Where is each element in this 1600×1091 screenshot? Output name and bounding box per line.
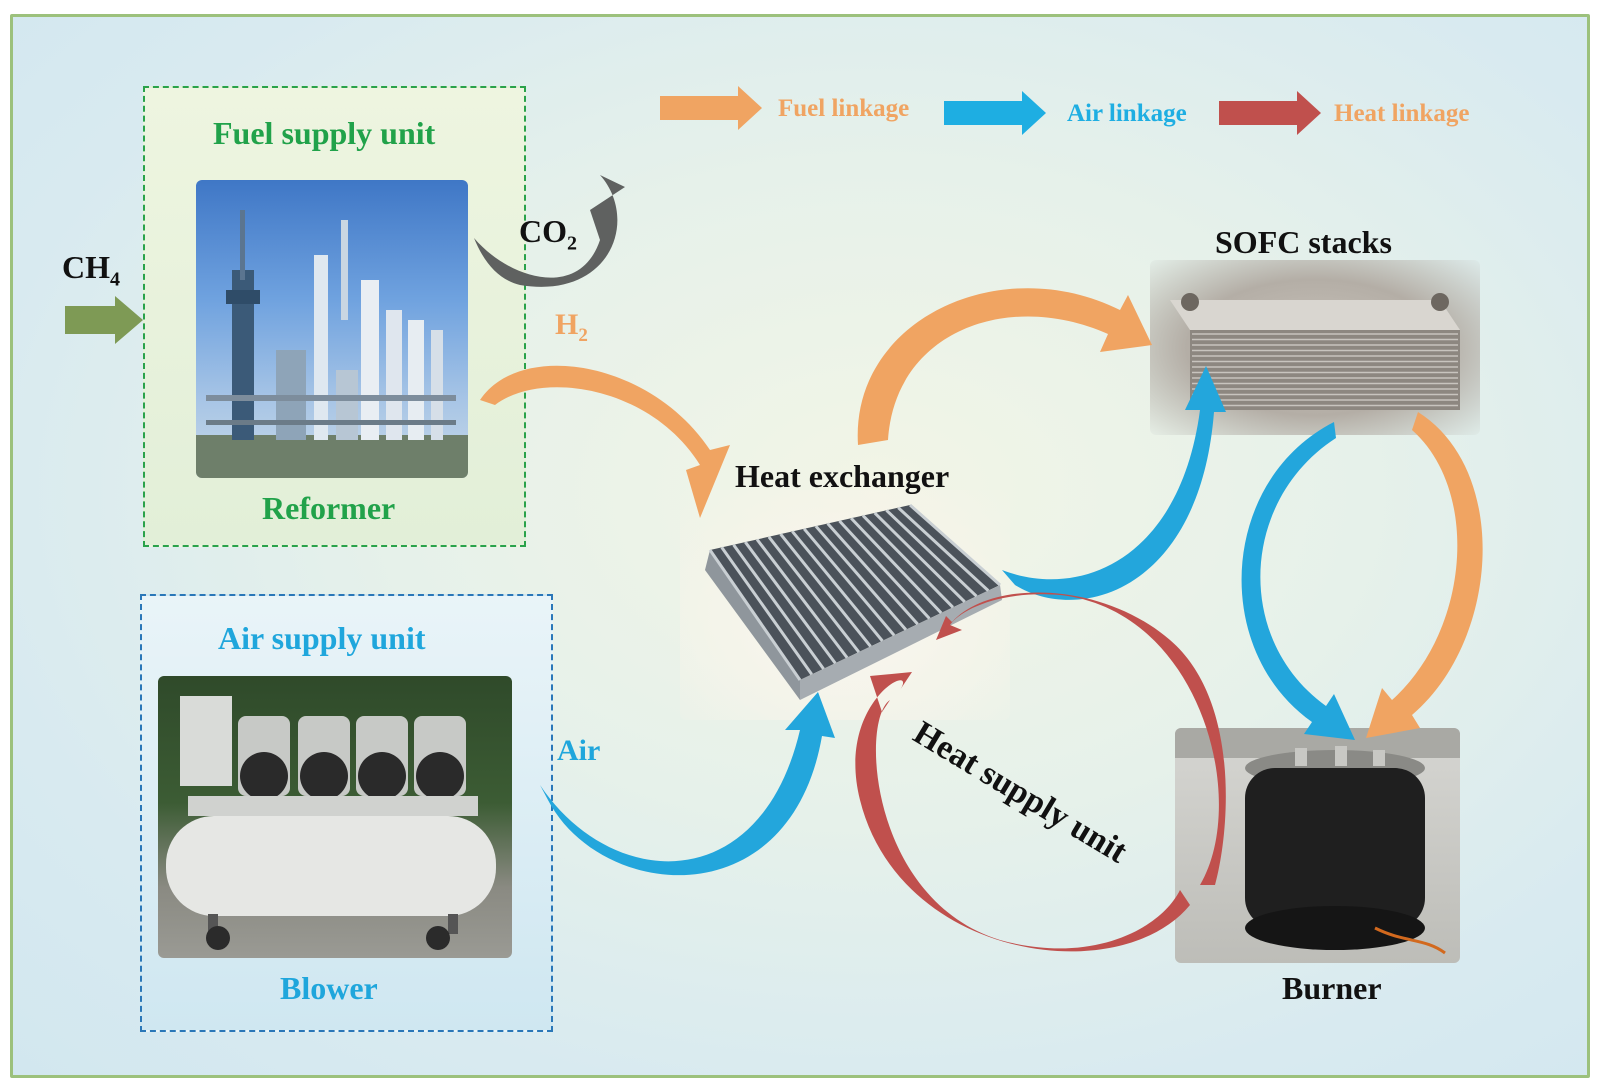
heat-supply-arrow: [936, 592, 1226, 885]
heat-exchanger-label: Heat exchanger: [735, 458, 950, 494]
heat-exchanger-tube: [779, 533, 872, 648]
fuel-to-sofc-arrow: [857, 288, 1152, 445]
co2-outlet-arrow: [474, 175, 625, 287]
legend-air-arrow: [944, 91, 1046, 135]
fuel-to-burner-arrow: [1366, 412, 1483, 738]
legend-heat-arrow: [1219, 91, 1321, 135]
heat-exchanger-tube: [767, 535, 861, 653]
heat-exchanger-tube: [814, 525, 908, 631]
sofc-stacks-label: SOFC stacks: [1215, 224, 1392, 260]
blower-illustration: [166, 696, 496, 950]
reformer-label: Reformer: [262, 490, 396, 526]
fuel-supply-unit-title: Fuel supply unit: [213, 115, 436, 151]
heat-exchanger-tube: [885, 509, 978, 598]
heat-exchanger-tube: [873, 511, 966, 603]
heat-exchanger-tube: [791, 530, 884, 642]
heat-exchanger-tube: [850, 517, 943, 614]
reformer-illustration: [196, 210, 468, 478]
sofc-stack-photo: [1150, 260, 1480, 435]
heat-exchanger-tube: [861, 514, 955, 609]
heat-exchanger-photo: [680, 490, 1010, 720]
air-stream-label: Air: [557, 734, 601, 767]
blower-compressor-photo: [158, 676, 512, 958]
co2-label-main: CO: [519, 213, 567, 249]
h2-label-subscript: 2: [578, 325, 588, 346]
ch4-inlet-arrow: [65, 296, 143, 344]
h2-label: H2: [555, 308, 588, 346]
burner-illustration: [1175, 728, 1460, 955]
ch4-label: CH4: [62, 251, 120, 289]
ch4-label-main: CH: [62, 249, 110, 285]
legend-heat-label: Heat linkage: [1334, 100, 1470, 127]
heat-exchanger-tube: [744, 541, 837, 665]
air-to-heat-exchanger-arrow: [540, 692, 835, 876]
sofc-plates: [1192, 333, 1458, 407]
h2-to-heat-exchanger-arrow: [480, 365, 730, 518]
h2-label-main: H: [555, 308, 579, 341]
heat-exchanger-tube: [720, 546, 813, 676]
reformer-plant-photo: [196, 180, 468, 478]
co2-label: CO2: [519, 215, 577, 253]
burner-label: Burner: [1282, 970, 1382, 1006]
air-to-sofc-arrow: [1002, 366, 1226, 600]
heat-exchanger-tube: [838, 519, 931, 620]
ch4-label-subscript: 4: [110, 268, 120, 291]
heat-exchanger-tube: [802, 527, 896, 637]
heat-exchanger-tube: [897, 506, 990, 592]
burner-photo: [1175, 728, 1460, 963]
air-to-burner-arrow: [1241, 422, 1355, 740]
heat-exchanger-tube: [732, 543, 825, 670]
co2-label-subscript: 2: [567, 232, 577, 255]
legend-air-label: Air linkage: [1067, 100, 1187, 127]
heat-return-loop-arrow: [855, 672, 1190, 952]
heat-exchanger-tube: [909, 503, 1001, 587]
sofc-stack-illustration: [1170, 293, 1460, 410]
heat-exchanger-tubes: [708, 503, 1001, 681]
heat-exchanger-tube: [826, 522, 919, 626]
legend-fuel-arrow: [660, 86, 762, 130]
blower-label: Blower: [280, 970, 378, 1006]
heat-exchanger-tube: [708, 549, 802, 681]
legend-fuel-label: Fuel linkage: [778, 95, 910, 122]
air-supply-unit-title: Air supply unit: [218, 620, 426, 656]
heat-exchanger-tube: [755, 538, 849, 659]
